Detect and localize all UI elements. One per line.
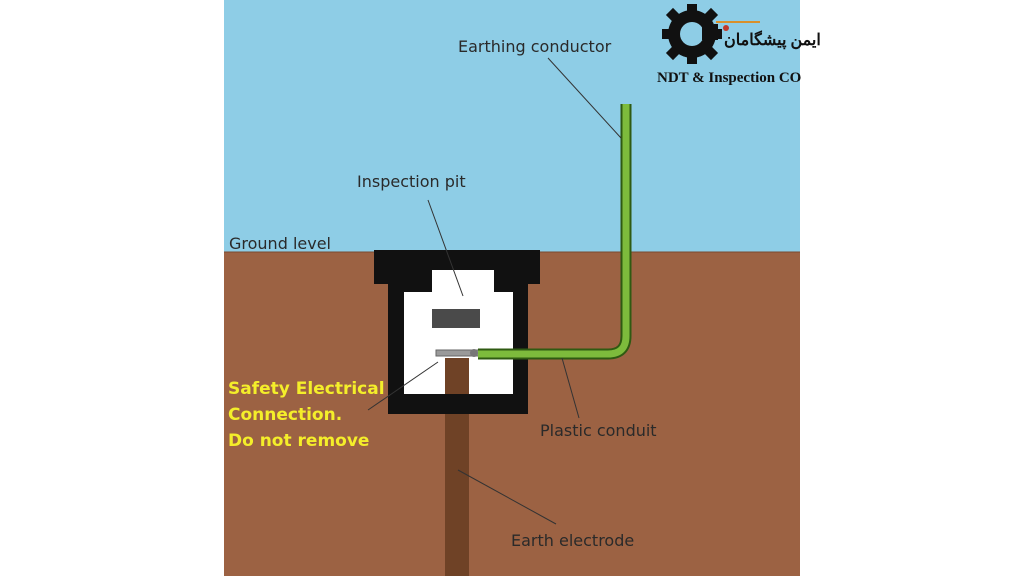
leader-inspection-pit: [427, 199, 464, 297]
safety-warning-line2: Connection.: [228, 405, 343, 425]
leader-earthing-conductor: [547, 57, 622, 139]
safety-warning-line3: Do not remove: [228, 431, 370, 451]
label-earth-electrode: Earth electrode: [511, 531, 635, 550]
leader-earth-electrode: [457, 469, 557, 525]
label-inspection-pit: Inspection pit: [357, 172, 466, 191]
label-earthing-conductor: Earthing conductor: [458, 37, 612, 56]
label-plastic-conduit: Plastic conduit: [540, 421, 657, 440]
earthing-conductor-inner: [478, 104, 630, 358]
clamp-bolt: [470, 349, 478, 357]
leader-safety-connection: [367, 361, 439, 411]
company-logo-emblem: [662, 4, 760, 64]
electrode-in-pit: [445, 358, 469, 394]
logo-persian-name: ایمن پیشگامان: [724, 32, 821, 49]
electrode-cap: [432, 309, 480, 328]
safety-warning-line1: Safety Electrical: [228, 379, 385, 399]
logo-english-name: NDT & Inspection CO: [657, 70, 802, 86]
inspection-pit-interior: [404, 270, 513, 394]
leader-plastic-conduit: [561, 357, 580, 419]
label-ground-level: Ground level: [229, 234, 331, 253]
